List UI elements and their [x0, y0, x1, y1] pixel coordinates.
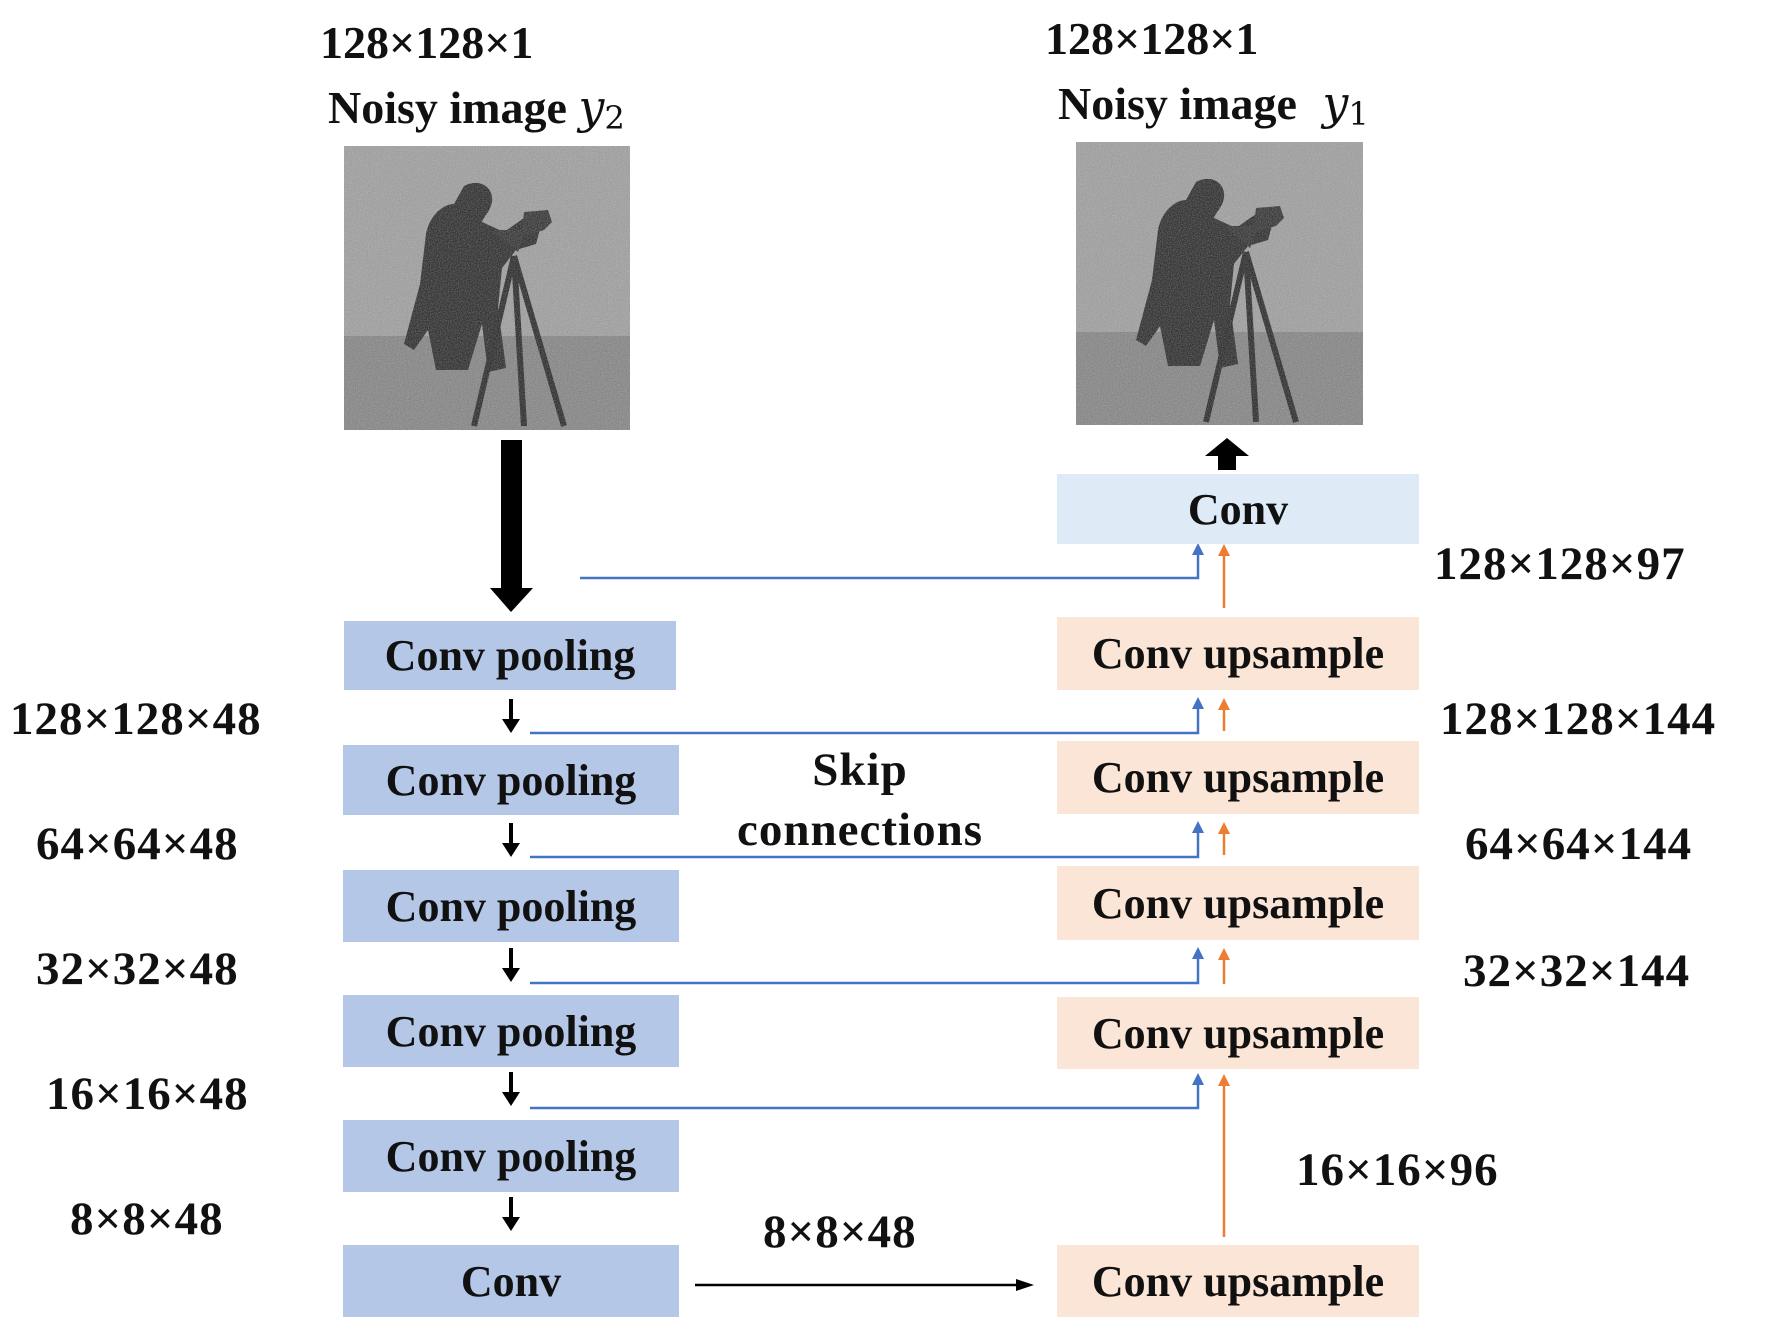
encoder-down-arrow	[502, 823, 520, 857]
skip-connection	[530, 947, 1204, 985]
encoder-dim-label: 32×32×48	[36, 943, 239, 995]
encoder-down-arrow	[502, 1197, 520, 1231]
output-dims: 128×128×1	[1045, 13, 1259, 64]
skip-connection	[580, 543, 1204, 580]
decoder-block: Conv upsample	[1057, 741, 1419, 814]
bottleneck-arrow	[695, 1279, 1034, 1291]
input-noisy-image	[344, 146, 630, 430]
encoder-block: Conv pooling	[343, 745, 679, 815]
output-arrow	[1205, 438, 1249, 470]
output-title: Noisy image y1	[1058, 76, 1369, 133]
encoder-dim-label: 16×16×48	[46, 1068, 249, 1120]
upsample-arrow	[1218, 822, 1230, 855]
encoder-down-arrow	[502, 699, 520, 733]
decoder-block: Conv upsample	[1057, 997, 1419, 1069]
decoder-dim-label: 16×16×96	[1296, 1144, 1499, 1196]
final-conv-block: Conv	[1057, 474, 1419, 544]
upsample-arrow	[1218, 544, 1230, 608]
upsample-arrow	[1218, 948, 1230, 984]
output-noisy-image	[1076, 142, 1363, 425]
decoder-block: Conv upsample	[1057, 1245, 1419, 1317]
decoder-dim-label: 64×64×144	[1465, 818, 1693, 870]
encoder-dim-label: 8×8×48	[70, 1193, 224, 1245]
encoder-block: Conv pooling	[343, 1120, 679, 1192]
upsample-arrow	[1218, 698, 1230, 731]
decoder-dim-label: 128×128×144	[1440, 693, 1717, 745]
skip-connection	[530, 821, 1204, 859]
input-title: Noisy image y2	[328, 80, 625, 137]
decoder-dim-label: 128×128×97	[1434, 538, 1686, 590]
output-label: Noisy image	[1058, 78, 1297, 129]
skip-connection	[530, 697, 1204, 735]
skip-label-line1: Skip	[812, 744, 908, 796]
encoder-dim-label: 128×128×48	[10, 693, 262, 745]
decoder-block: Conv upsample	[1057, 617, 1419, 690]
skip-connections-label: Skip connections	[730, 740, 990, 860]
encoder-down-arrow	[502, 948, 520, 982]
bottleneck-conv-block: Conv	[343, 1245, 679, 1317]
input-arrow	[490, 440, 533, 612]
decoder-dim-label: 32×32×144	[1463, 945, 1691, 997]
encoder-dim-label: 64×64×48	[36, 818, 239, 870]
input-dims: 128×128×1	[320, 17, 534, 68]
encoder-block: Conv pooling	[343, 995, 679, 1067]
upsample-arrow	[1218, 1074, 1230, 1237]
skip-connection	[530, 1073, 1204, 1110]
encoder-block: Conv pooling	[344, 621, 676, 690]
input-label: Noisy image	[328, 82, 567, 133]
encoder-down-arrow	[502, 1072, 520, 1106]
skip-label-line2: connections	[737, 804, 983, 856]
output-var: y1	[1322, 76, 1369, 133]
decoder-block: Conv upsample	[1057, 866, 1419, 940]
encoder-block: Conv pooling	[343, 870, 679, 942]
bottleneck-dim-label: 8×8×48	[763, 1206, 917, 1258]
input-var: y2	[578, 80, 625, 137]
